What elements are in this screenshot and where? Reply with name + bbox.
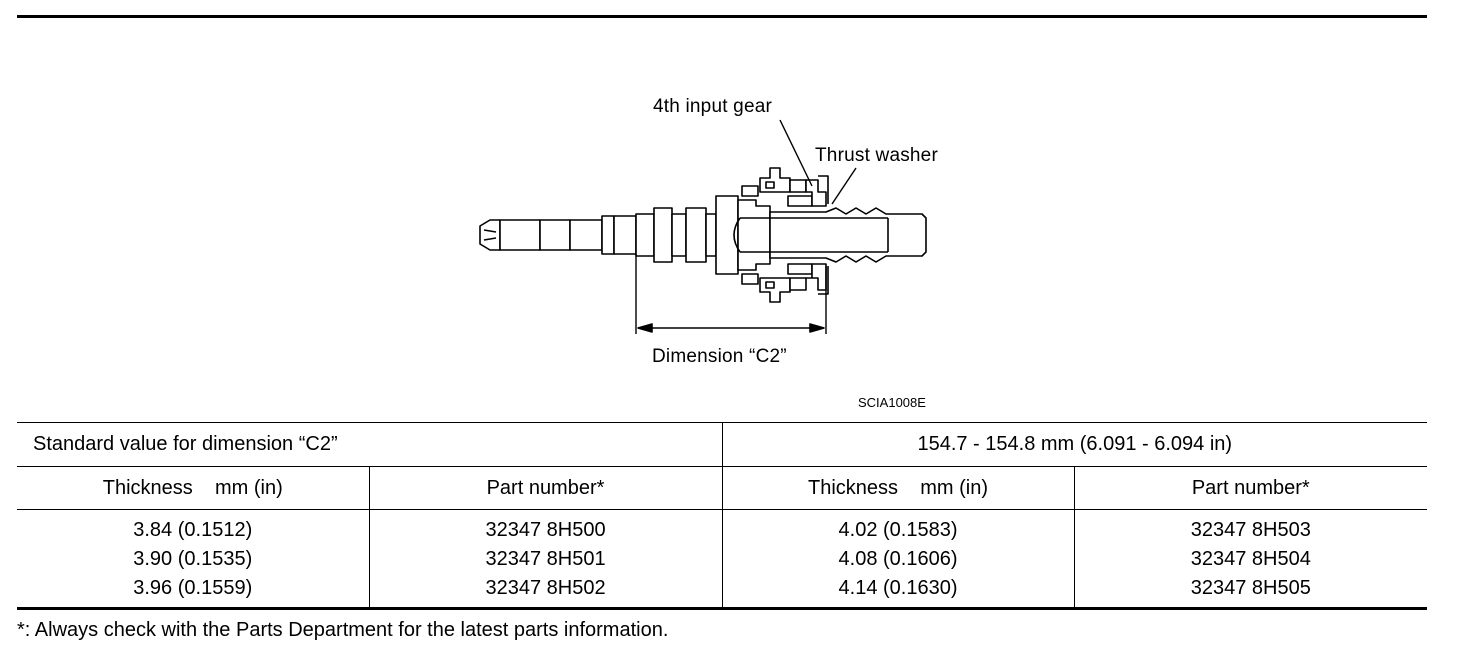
thickness-left-cell: 3.84 (0.1512) 3.90 (0.1535) 3.96 (0.1559… [17, 509, 370, 608]
thickness-value: 4.14 (0.1630) [838, 576, 958, 599]
standard-value: 154.7 - 154.8 mm (6.091 - 6.094 in) [722, 422, 1428, 467]
shaft-assembly-figure: 4th input gear Thrust washer Dimension “… [479, 96, 938, 410]
thickness-value: 3.96 (0.1559) [133, 576, 253, 599]
top-rule [17, 15, 1427, 18]
input-gear-label: 4th input gear [653, 96, 772, 117]
part-number: 32347 8H505 [1190, 576, 1311, 599]
figure-code: SCIA1008E [858, 395, 926, 410]
dimension-c2-label: Dimension “C2” [652, 346, 787, 367]
part-number: 32347 8H500 [485, 518, 606, 541]
part-number: 32347 8H502 [485, 576, 606, 599]
thrust-washer-label: Thrust washer [815, 145, 938, 166]
thickness-value: 4.02 (0.1583) [838, 518, 958, 541]
header-part-number-left: Part number* [369, 466, 723, 510]
thickness-value: 3.84 (0.1512) [133, 518, 253, 541]
header-thickness-right: Thickness mm (in) [722, 466, 1075, 510]
footnote: *: Always check with the Parts Departmen… [17, 619, 669, 641]
part-number: 32347 8H503 [1190, 518, 1311, 541]
header-part-number-right: Part number* [1074, 466, 1428, 510]
standard-value-label: Standard value for dimension “C2” [17, 422, 723, 467]
shim-selection-table: Standard value for dimension “C2” 154.7 … [17, 422, 1428, 609]
header-thickness-left: Thickness mm (in) [17, 466, 370, 510]
thickness-value: 4.08 (0.1606) [838, 547, 958, 570]
table-header-row: Thickness mm (in) Part number* Thickness… [17, 466, 1428, 510]
part-number-left-cell: 32347 8H500 32347 8H501 32347 8H502 [369, 509, 723, 608]
part-number: 32347 8H501 [485, 547, 606, 570]
part-number-right-cell: 32347 8H503 32347 8H504 32347 8H505 [1074, 510, 1427, 609]
part-number: 32347 8H504 [1190, 547, 1311, 570]
thickness-value: 3.90 (0.1535) [133, 547, 253, 570]
thickness-right-cell: 4.02 (0.1583) 4.08 (0.1606) 4.14 (0.1630… [722, 509, 1075, 608]
bottom-rule [17, 607, 1427, 610]
standard-value-row: Standard value for dimension “C2” 154.7 … [17, 422, 1428, 467]
table-data-row: 3.84 (0.1512) 3.90 (0.1535) 3.96 (0.1559… [17, 509, 1427, 609]
mainshaft-diagram [479, 119, 927, 334]
